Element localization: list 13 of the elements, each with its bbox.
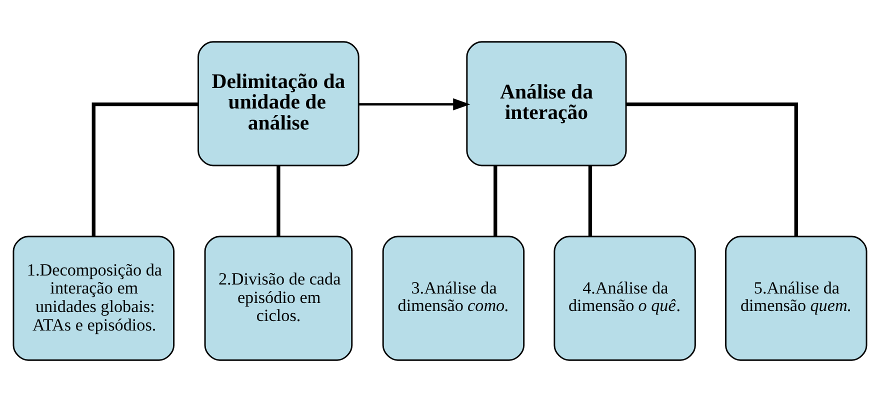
connector	[588, 165, 592, 236]
connector	[92, 102, 198, 236]
node-box: 4.Análise da dimensão o quê.	[554, 235, 696, 360]
connector	[276, 165, 280, 236]
node-box: Delimitação da unidade de análise	[198, 40, 360, 166]
node-box: 2.Divisão de cada episódio em ciclos.	[204, 235, 353, 360]
node-box: Análise da interação	[466, 40, 627, 166]
connector	[626, 102, 798, 236]
connector	[494, 165, 498, 236]
node-box: 5.Análise da dimensão quem.	[725, 235, 868, 360]
arrow	[358, 98, 470, 110]
node-box: 3.Análise da dimensão como.	[382, 235, 525, 360]
node-box: 1.Decomposição da interação em unidades globais: ATAs e episódios.	[12, 235, 175, 360]
